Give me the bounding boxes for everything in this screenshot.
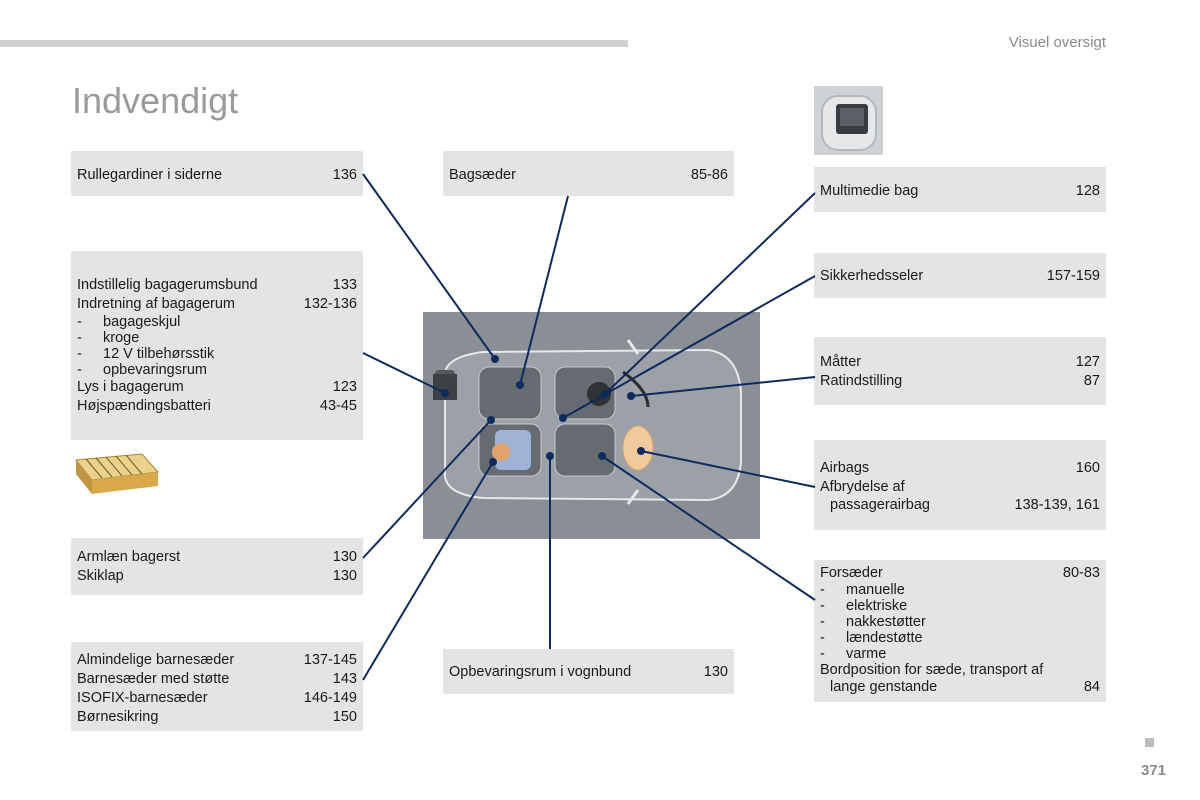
- box-matter: Måtter 127 Ratindstilling 87: [814, 337, 1106, 405]
- page-ref[interactable]: 143: [332, 671, 357, 687]
- page-ref[interactable]: 150: [332, 709, 357, 725]
- label: Almindelige barnesæder: [77, 652, 235, 668]
- label: Barnesæder med støtte: [77, 671, 230, 687]
- page-ref[interactable]: 43-45: [319, 398, 357, 414]
- page-ref[interactable]: 130: [332, 568, 357, 584]
- label: Bordposition for sæde, transport af: [820, 662, 1044, 678]
- list-item: -12 V tilbehørsstik: [77, 346, 215, 362]
- page-ref[interactable]: 138-139, 161: [1014, 497, 1100, 513]
- page-ref[interactable]: 85-86: [690, 167, 728, 183]
- page-ref[interactable]: 130: [703, 664, 728, 680]
- page-ref[interactable]: 84: [1083, 679, 1100, 695]
- label: Sikkerhedsseler: [820, 268, 924, 284]
- label: Måtter: [820, 354, 862, 370]
- high-voltage-battery-illustration: [72, 450, 162, 505]
- list-item: -kroge: [77, 330, 140, 346]
- box-bagagerum: Indstillelig bagagerumsbund 133 Indretnin…: [71, 251, 363, 440]
- box-opbevaringsrum: Opbevaringsrum i vognbund 130: [443, 649, 734, 694]
- section-label: Visuel oversigt: [1008, 34, 1106, 51]
- label: Ratindstilling: [820, 373, 903, 389]
- label: Indstillelig bagagerumsbund: [77, 277, 258, 293]
- page-ref[interactable]: 127: [1075, 354, 1100, 370]
- label: passagerairbag: [830, 497, 930, 513]
- label: Armlæn bagerst: [77, 549, 181, 565]
- box-forsaeder: Forsæder 80-83 -manuelle -elektriske -nak…: [814, 560, 1106, 702]
- box-rullegardiner: Rullegardiner i siderne 136: [71, 151, 363, 196]
- page-number: 371: [1141, 762, 1167, 779]
- label: Højspændingsbatteri: [77, 398, 211, 414]
- label: Opbevaringsrum i vognbund: [449, 664, 632, 680]
- page-ref[interactable]: 160: [1075, 460, 1100, 476]
- page-ref[interactable]: 128: [1075, 183, 1100, 199]
- list-item: -lændestøtte: [820, 630, 923, 646]
- label: Bagsæder: [449, 167, 516, 183]
- car-interior-diagram: [423, 312, 760, 539]
- box-armlaen: Armlæn bagerst 130 Skiklap 130: [71, 538, 363, 595]
- list-item: -bagageskjul: [77, 314, 181, 330]
- box-barnesaeder: Almindelige barnesæder 137-145 Barnesæder…: [71, 642, 363, 731]
- label: Airbags: [820, 460, 870, 476]
- page-ref[interactable]: 137-145: [303, 652, 357, 668]
- list-item: -varme: [820, 646, 887, 662]
- list-item: -opbevaringsrum: [77, 362, 207, 378]
- header-rule: [0, 40, 628, 47]
- page-ref[interactable]: 123: [332, 379, 357, 395]
- box-sikkerhedsseler: Sikkerhedsseler 157-159: [814, 253, 1106, 298]
- page-ref[interactable]: 157-159: [1046, 268, 1100, 284]
- label: Multimedie bag: [820, 183, 919, 199]
- label: Forsæder: [820, 565, 883, 581]
- label: lange genstande: [830, 679, 938, 695]
- page-title: Indvendigt: [72, 80, 239, 121]
- label: Lys i bagagerum: [77, 379, 184, 395]
- page-ref[interactable]: 146-149: [303, 690, 357, 706]
- page-ref[interactable]: 136: [332, 167, 357, 183]
- page-ref[interactable]: 80-83: [1062, 565, 1100, 581]
- page-ref[interactable]: 87: [1083, 373, 1100, 389]
- label: Afbrydelse af: [820, 479, 905, 495]
- page-ref[interactable]: 133: [332, 277, 357, 293]
- page-ref[interactable]: 132-136: [303, 296, 357, 312]
- footer-square: [1145, 738, 1154, 747]
- label: Rullegardiner i siderne: [77, 167, 223, 183]
- label: ISOFIX-barnesæder: [77, 690, 208, 706]
- page-ref[interactable]: 130: [332, 549, 357, 565]
- box-multimedie: Multimedie bag 128: [814, 167, 1106, 212]
- label: Indretning af bagagerum: [77, 296, 235, 312]
- list-item: -manuelle: [820, 582, 905, 598]
- list-item: -elektriske: [820, 598, 908, 614]
- multimedia-bag-thumbnail: [814, 86, 883, 155]
- label: Børnesikring: [77, 709, 159, 725]
- box-bagsaeder: Bagsæder 85-86: [443, 151, 734, 196]
- box-airbags: Airbags 160 Afbrydelse af passagerairbag 1…: [814, 440, 1106, 530]
- list-item: -nakkestøtter: [820, 614, 926, 630]
- label: Skiklap: [77, 568, 124, 584]
